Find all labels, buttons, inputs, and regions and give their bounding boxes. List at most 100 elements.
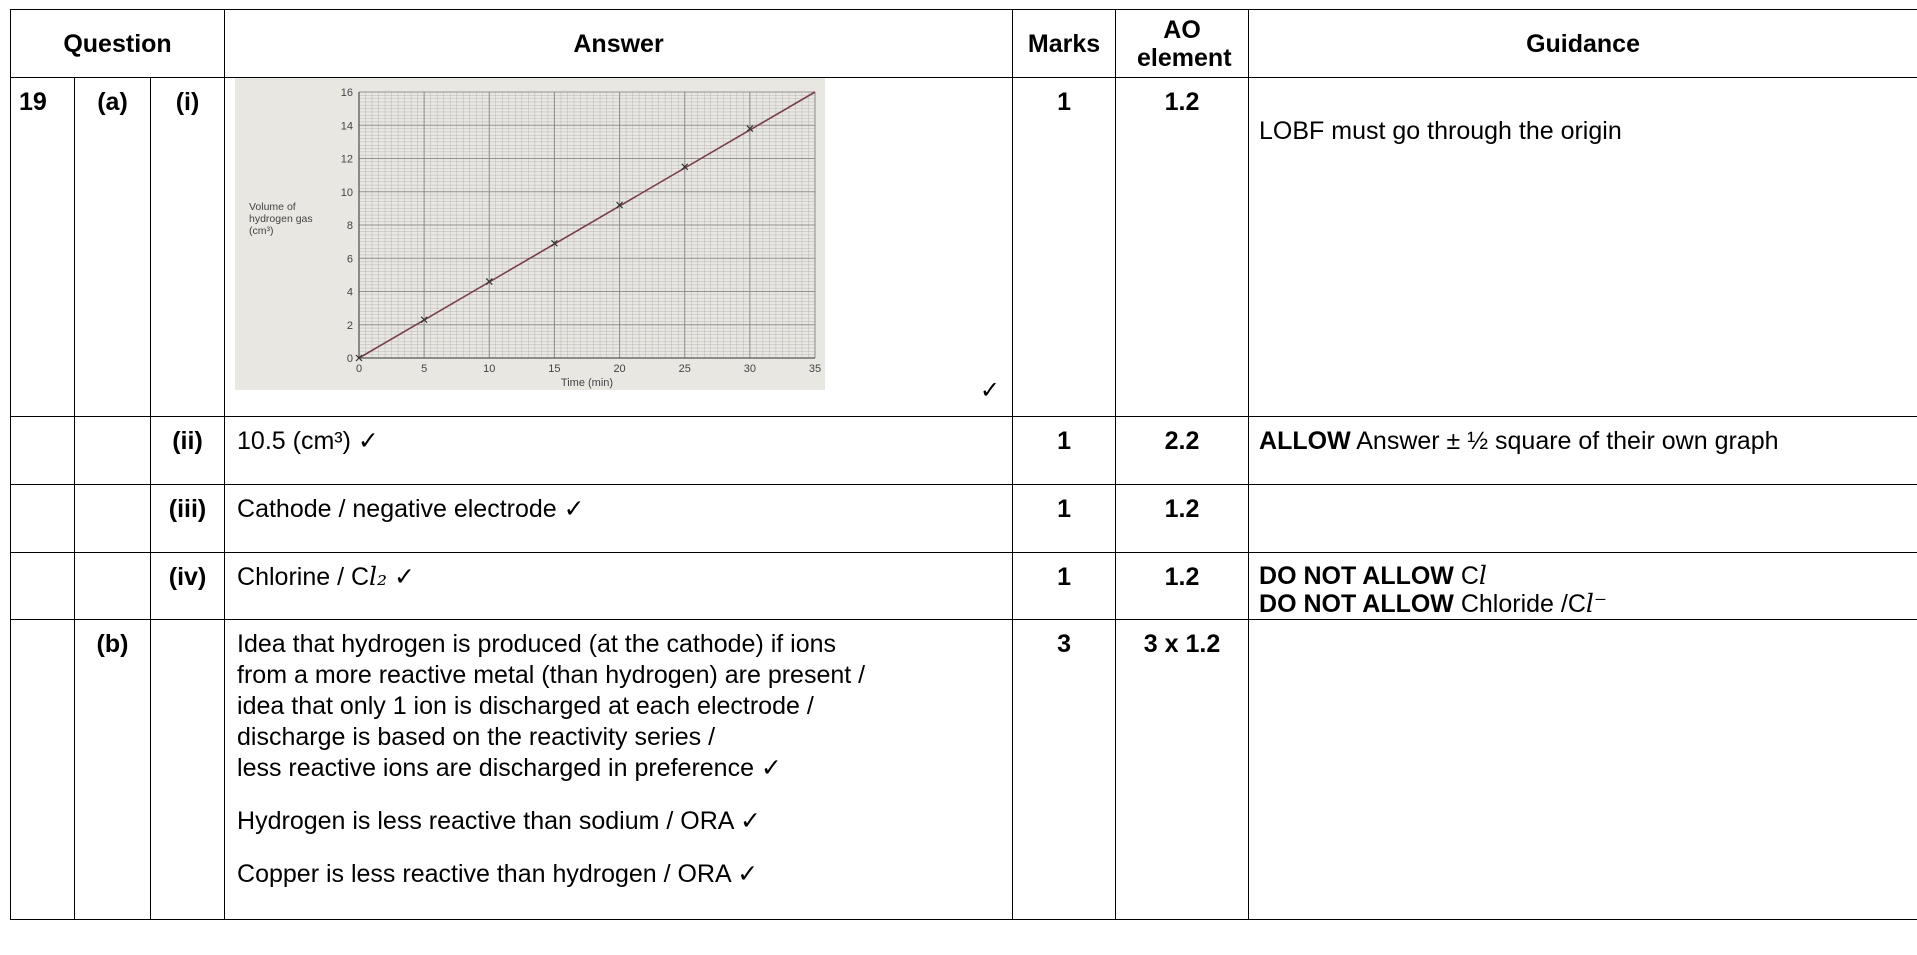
answer-text: Chlorine / C [237, 563, 370, 591]
answer-line: idea that only 1 ion is discharged at ea… [237, 692, 814, 720]
guidance-symbol: l⁻ [1585, 589, 1608, 618]
row-19-a-iii: (iii) Cathode / negative electrode ✓ 1 1… [10, 484, 1917, 553]
data-point [746, 125, 754, 132]
y-tick-label: 10 [341, 187, 353, 199]
guidance-symbol: l [1478, 561, 1487, 590]
y-axis-label: (cm³) [249, 225, 274, 237]
empty-cell [10, 619, 75, 920]
empty-cell [74, 416, 151, 485]
empty-cell [10, 416, 75, 485]
y-tick-label: 6 [347, 253, 353, 265]
mark-scheme-table: Question Answer Marks AO element Guidanc… [9, 9, 1917, 920]
answer-cell: Chlorine / Cl₂ ✓ [224, 552, 1014, 620]
ao-value: 3 x 1.2 [1115, 619, 1250, 920]
marks-value: 1 [1012, 77, 1117, 417]
y-axis-label: hydrogen gas [249, 213, 313, 225]
question-subpart: (i) [149, 77, 226, 417]
y-tick-label: 12 [341, 154, 353, 166]
chlorine-symbol: l₂ [369, 562, 388, 591]
guidance-allow-keyword: ALLOW [1259, 427, 1351, 455]
question-part: (b) [74, 619, 151, 920]
answer-line: Idea that hydrogen is produced (at the c… [237, 630, 837, 658]
marks-value: 1 [1012, 552, 1117, 620]
header-question: Question [9, 9, 226, 78]
row-19-b: (b) Idea that hydrogen is produced (at t… [10, 619, 1917, 920]
ao-value: 1.2 [1115, 77, 1250, 417]
guidance-cell: ALLOW Answer ± ½ square of their own gra… [1248, 416, 1917, 485]
guidance-cell: DO NOT ALLOW Cl DO NOT ALLOW Chloride /C… [1248, 552, 1917, 620]
guidance-line-2: DO NOT ALLOW Chloride /Cl⁻ [1259, 590, 1907, 618]
empty-guidance-cell [1248, 619, 1917, 920]
marks-value: 3 [1012, 619, 1117, 920]
empty-guidance-cell [1248, 484, 1917, 553]
row-19-a-iv: (iv) Chlorine / Cl₂ ✓ 1 1.2 DO NOT ALLOW… [10, 552, 1917, 620]
answer-line: from a more reactive metal (than hydroge… [237, 661, 866, 689]
guidance-line-1: DO NOT ALLOW Cl [1259, 562, 1907, 590]
data-point [551, 239, 558, 247]
answer-line: Hydrogen is less reactive than sodium / … [237, 807, 761, 835]
question-number: 19 [10, 77, 75, 417]
header-marks: Marks [1012, 9, 1117, 78]
ao-value: 2.2 [1115, 416, 1250, 485]
y-tick-label: 14 [341, 120, 353, 132]
data-point [616, 201, 624, 209]
answer-tick: ✓ [979, 377, 1001, 404]
header-guidance: Guidance [1248, 9, 1917, 78]
header-row: Question Answer Marks AO element Guidanc… [9, 9, 1917, 78]
header-ao-text: AO element [1137, 15, 1232, 72]
x-tick-label: 0 [356, 363, 362, 375]
row-19-a-ii: (ii) 10.5 (cm³) ✓ 1 2.2 ALLOW Answer ± ½… [10, 416, 1917, 485]
data-point [681, 163, 689, 171]
data-point [355, 354, 363, 362]
guidance-keyword: DO NOT ALLOW [1259, 590, 1454, 618]
guidance-text: Answer ± ½ square of their own graph [1350, 427, 1779, 455]
question-part: (a) [74, 77, 151, 417]
ao-value: 1.2 [1115, 484, 1250, 553]
header-ao-element: AO element [1115, 9, 1250, 78]
answer-line: less reactive ions are discharged in pre… [237, 754, 782, 782]
data-point [420, 316, 428, 324]
x-tick-label: 30 [744, 363, 756, 375]
guidance-keyword: DO NOT ALLOW [1259, 562, 1454, 590]
answer-text: Cathode / negative electrode ✓ [224, 484, 1014, 553]
data-point [485, 278, 493, 285]
y-tick-label: 4 [347, 287, 353, 299]
marks-value: 1 [1012, 416, 1117, 485]
x-tick-label: 10 [483, 363, 495, 375]
y-tick-label: 0 [347, 353, 353, 365]
x-tick-label: 35 [809, 363, 821, 375]
y-tick-label: 8 [347, 220, 353, 232]
line-of-best-fit [358, 91, 816, 359]
empty-cell [10, 484, 75, 553]
x-tick-label: 5 [421, 363, 427, 375]
marks-value: 1 [1012, 484, 1117, 553]
x-tick-label: 15 [548, 363, 560, 375]
y-tick-label: 2 [347, 320, 353, 332]
empty-cell [74, 552, 151, 620]
guidance-text: C [1453, 562, 1479, 590]
x-tick-label: 20 [613, 363, 625, 375]
header-answer: Answer [224, 9, 1014, 78]
question-subpart: (iii) [149, 484, 226, 553]
answer-cell: Idea that hydrogen is produced (at the c… [224, 619, 1014, 920]
guidance-text: LOBF must go through the origin [1248, 77, 1917, 417]
answer-line: discharge is based on the reactivity ser… [237, 723, 716, 751]
ao-value: 1.2 [1115, 552, 1250, 620]
x-tick-label: 25 [679, 363, 691, 375]
empty-cell [149, 619, 226, 920]
answer-tick: ✓ [387, 563, 415, 591]
x-axis-label: Time (min) [561, 377, 613, 389]
y-tick-label: 16 [341, 87, 353, 99]
empty-cell [10, 552, 75, 620]
empty-cell [74, 484, 151, 553]
y-axis-label: Volume of [249, 201, 296, 213]
question-subpart: (iv) [149, 552, 226, 620]
question-subpart: (ii) [149, 416, 226, 485]
guidance-text: Chloride /C [1453, 590, 1586, 618]
answer-line: Copper is less reactive than hydrogen / … [237, 860, 759, 888]
answer-text: 10.5 (cm³) ✓ [224, 416, 1014, 485]
